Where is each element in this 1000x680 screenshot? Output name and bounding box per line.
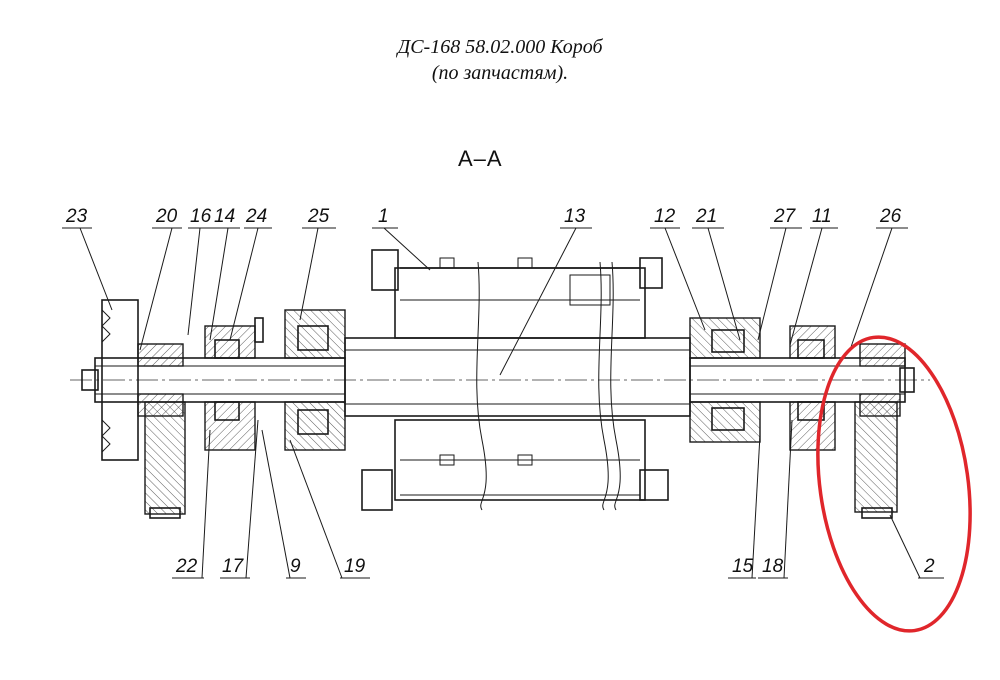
section-label: А–А (458, 146, 503, 171)
right-bearing-housing (789, 325, 836, 451)
callout-14: 14 (214, 206, 235, 227)
callout-27: 27 (773, 206, 797, 227)
drawing-title: ДС-168 58.02.000 Короб (397, 36, 603, 58)
left-counterweight (144, 401, 186, 519)
callout-13: 13 (564, 206, 586, 227)
callout-20: 20 (155, 206, 178, 227)
callouts-top: 23 20 16 14 24 25 1 13 12 21 27 11 26 (65, 206, 902, 227)
callout-12: 12 (654, 206, 676, 227)
highlight-ellipse (816, 335, 972, 633)
callout-2: 2 (923, 556, 935, 577)
callout-17: 17 (222, 556, 245, 577)
drawing-subtitle: (по запчастям). (431, 62, 569, 84)
callout-18: 18 (762, 556, 784, 577)
callout-16: 16 (190, 206, 212, 227)
callout-1: 1 (378, 206, 389, 227)
drum-body (344, 249, 691, 511)
right-inner-bearing (689, 317, 761, 443)
callout-25: 25 (307, 206, 330, 227)
callouts-bottom: 22 17 9 19 15 18 2 (175, 556, 935, 577)
left-bearing-housing (204, 317, 264, 451)
callout-19: 19 (344, 556, 366, 577)
callout-22: 22 (175, 556, 198, 577)
callout-15: 15 (732, 556, 754, 577)
callout-24: 24 (245, 206, 267, 227)
callout-21: 21 (695, 206, 717, 227)
callout-9: 9 (290, 556, 301, 577)
callout-26: 26 (879, 206, 902, 227)
left-inner-bearing (284, 309, 346, 451)
right-counterweight (854, 343, 906, 519)
leader-lines (62, 227, 944, 579)
callout-11: 11 (812, 206, 832, 227)
callout-23: 23 (65, 206, 88, 227)
